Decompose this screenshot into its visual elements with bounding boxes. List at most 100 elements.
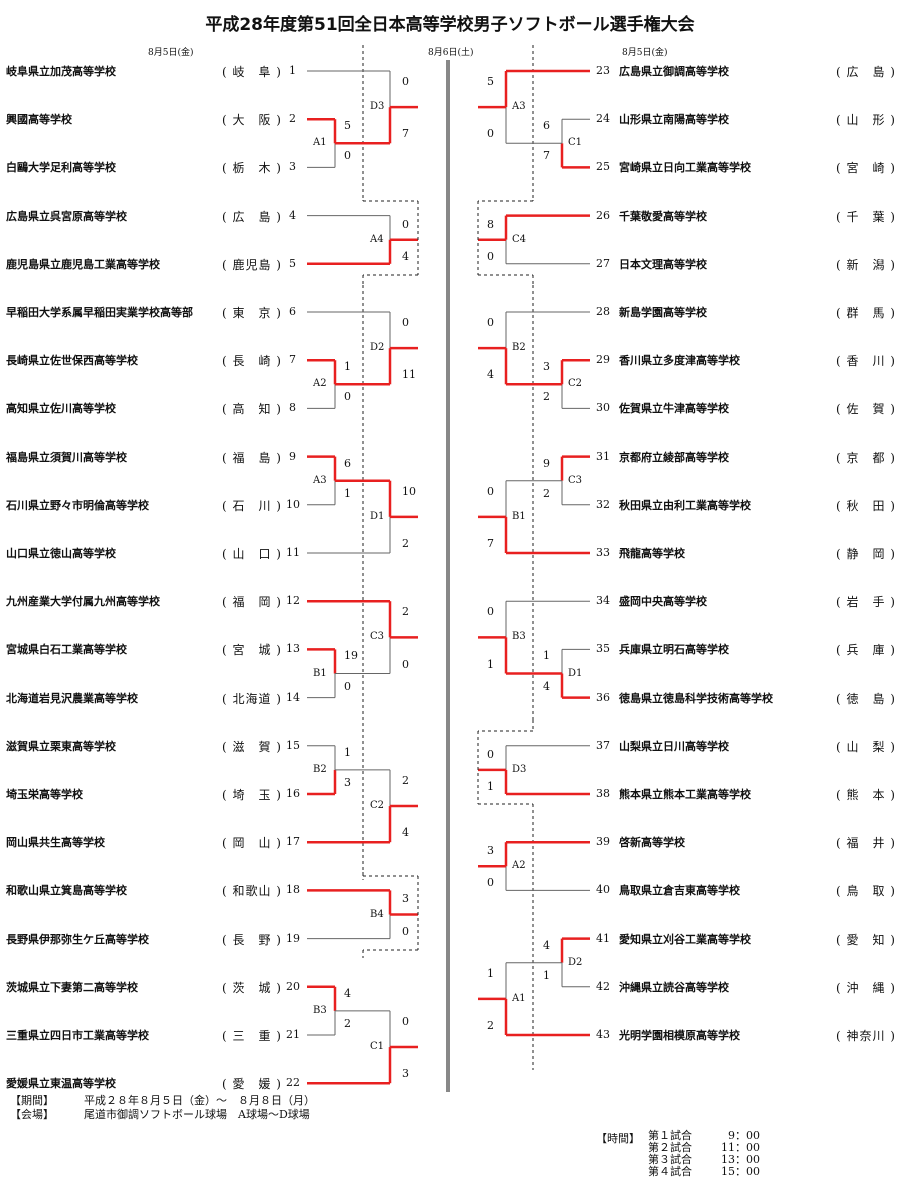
seed-number: 34 [596,594,610,608]
game-score: 6 [543,119,550,133]
seed-number: 14 [286,690,300,704]
team-name: 埼玉栄高等学校 [6,788,83,801]
seed-number: 25 [596,160,610,174]
game-score: 0 [487,876,494,890]
seed-number: 4 [289,208,296,222]
game-label: B1 [313,667,327,679]
team-prefecture: ( 香 川 ) [836,354,896,369]
game-score: 2 [543,390,550,404]
team-name: 宮崎県立日向工業高等学校 [619,161,751,175]
date-left: 8月5日(金) [148,48,194,58]
seed-number: 12 [286,594,300,608]
team-name: 新島学園高等学校 [619,306,707,319]
game-score: 0 [344,390,351,404]
game-score: 2 [402,773,409,787]
team-name: 長野県伊那弥生ケ丘高等学校 [6,932,149,946]
team-prefecture: ( 静 岡 ) [836,547,896,561]
team-prefecture: ( 山 形 ) [836,113,896,128]
seed-number: 20 [286,979,300,993]
team-prefecture: ( 鳥 取 ) [836,884,896,899]
seed-number: 15 [286,738,300,752]
game-score: 10 [402,484,416,498]
team-name: 徳島県立徳島科学技術高等学校 [619,691,773,705]
team-name: 香川県立多度津高等学校 [619,354,740,368]
venue-label: 【会場】 [10,1108,54,1121]
team-prefecture: ( 神奈川 ) [836,1029,896,1043]
team-name: 秋田県立由利工業高等学校 [619,498,751,512]
game-score: 3 [543,360,550,374]
game-score: 2 [402,605,409,619]
team-name: 熊本県立熊本工業高等学校 [619,788,751,801]
game-score: 1 [344,745,351,759]
game-score: 5 [487,75,494,88]
seed-number: 21 [286,1028,300,1041]
team-prefecture: ( 徳 島 ) [836,691,896,706]
game-label: C2 [370,800,385,812]
team-prefecture: ( 沖 縄 ) [836,980,896,995]
seed-number: 29 [596,353,610,367]
game-score: 0 [487,316,494,329]
game-score: 0 [487,249,494,263]
game-label: D3 [370,101,385,113]
game-score: 2 [543,486,550,500]
team-prefecture: ( 岐 阜 ) [222,65,282,79]
date-center: 8月6日(土) [428,48,474,58]
seed-number: 33 [596,546,610,559]
game-score: 0 [402,657,409,671]
seed-number: 24 [596,112,610,126]
team-name: 茨城県立下妻第二高等学校 [6,980,138,994]
team-prefecture: ( 長 野 ) [222,932,282,947]
game-label: A2 [313,378,327,390]
seed-number: 22 [286,1076,300,1090]
game-label: B1 [512,510,526,522]
seed-number: 18 [286,883,300,897]
seed-number: 11 [286,546,300,559]
match-name: 第１試合 [648,1129,692,1142]
game-score: 1 [543,968,550,982]
team-prefecture: ( 山 梨 ) [836,739,896,754]
game-score: 0 [344,679,351,693]
game-score: 0 [487,484,494,498]
team-name: 高知県立佐川高等学校 [6,402,116,416]
game-score: 4 [344,986,351,1000]
game-score: 1 [487,657,494,671]
seed-number: 10 [286,497,300,511]
team-name: 宮城県白石工業高等学校 [6,643,127,657]
game-label: C4 [512,233,527,245]
date-right: 8月5日(金) [622,48,668,58]
game-score: 2 [487,1019,494,1032]
game-score: 4 [487,368,494,382]
team-name: 山梨県立日川高等学校 [619,739,729,753]
seed-number: 8 [289,401,296,415]
team-prefecture: ( 愛 媛 ) [222,1077,282,1092]
team-name: 光明学園相模原高等学校 [619,1029,740,1042]
team-prefecture: ( 岩 手 ) [836,595,896,610]
team-prefecture: ( 滋 賀 ) [222,739,282,754]
game-score: 3 [402,892,409,906]
game-label: C1 [370,1041,385,1053]
team-prefecture: ( 熊 本 ) [836,788,896,802]
game-score: 1 [543,649,550,663]
game-label: C1 [568,137,583,149]
team-prefecture: ( 北海道 ) [222,691,282,706]
match-name: 第４試合 [648,1165,692,1178]
team-name: 岐阜県立加茂高等学校 [6,65,116,78]
game-label: A2 [512,860,526,872]
team-prefecture: ( 福 島 ) [222,450,282,465]
team-prefecture: ( 秋 田 ) [836,498,896,513]
team-name: 北海道岩見沢農業高等学校 [6,691,138,705]
team-prefecture: ( 茨 城 ) [222,980,282,995]
game-label: A3 [313,474,327,486]
game-score: 1 [487,780,494,793]
game-score: 4 [402,249,409,263]
match-time: 11：00 [721,1141,760,1154]
seed-number: 42 [596,979,610,993]
game-score: 0 [487,127,494,141]
team-name: 日本文理高等学校 [619,257,707,271]
team-name: 鹿児島県立鹿児島工業高等学校 [6,257,160,271]
team-name: 千葉敬愛高等学校 [619,209,707,223]
period-value: 平成２８年８月５日（金）～ ８月８日（月） [84,1094,315,1107]
